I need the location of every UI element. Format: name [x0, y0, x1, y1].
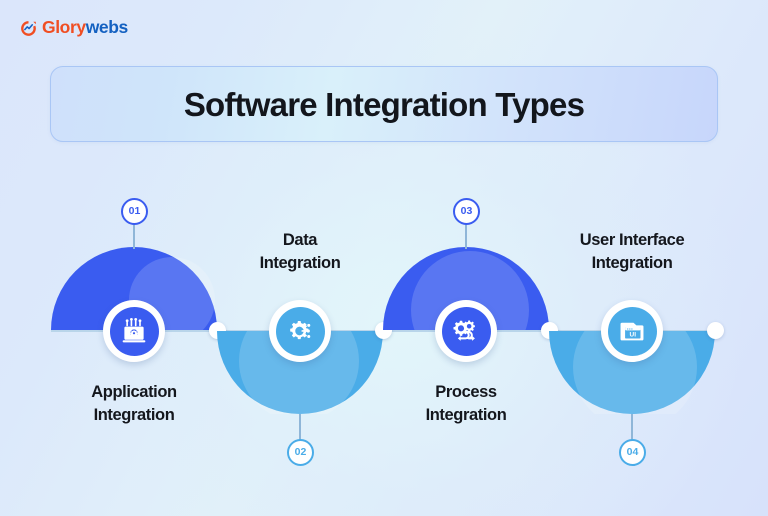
- application-window-gear-icon: [120, 317, 148, 345]
- step-number-2: 02: [294, 446, 307, 459]
- step-label-3: Process Integration: [376, 381, 556, 427]
- step-label-4: User Interface Integration: [542, 229, 722, 275]
- step-stem-4: [631, 414, 633, 440]
- glorywebs-logo-icon: [20, 20, 37, 37]
- step-hub-3[interactable]: [435, 300, 497, 362]
- step-label-2-line1: Data: [282, 231, 318, 249]
- step-stem-2: [299, 414, 301, 440]
- step-badge-4[interactable]: 04: [619, 439, 646, 466]
- step-stem-1: [133, 223, 135, 249]
- step-badge-3[interactable]: 03: [453, 198, 480, 225]
- step-label-4-line2: Integration: [591, 253, 673, 272]
- step-number-4: 04: [626, 446, 639, 459]
- process-gears-arrow-icon: [452, 317, 480, 345]
- step-badge-2[interactable]: 02: [287, 439, 314, 466]
- page-title: Software Integration Types: [183, 85, 585, 123]
- step-stem-3: [465, 223, 467, 249]
- step-label-3-line1: Process: [435, 383, 497, 401]
- title-banner: Software Integration Types: [50, 66, 718, 142]
- data-gear-circuit-icon: [286, 317, 314, 345]
- timeline-node-4: [707, 322, 724, 339]
- brand-name-part1: Glory: [42, 17, 86, 38]
- step-hub-2[interactable]: [269, 300, 331, 362]
- step-number-3: 03: [460, 205, 473, 218]
- step-number-1: 01: [128, 205, 141, 218]
- brand-name-part2: webs: [85, 17, 129, 38]
- step-dome-2: [217, 331, 383, 414]
- step-badge-1[interactable]: 01: [121, 198, 148, 225]
- brand-logo: Glorywebs: [20, 17, 128, 39]
- brand-wordmark: Glorywebs: [42, 19, 128, 37]
- step-hub-4[interactable]: UI: [601, 300, 663, 362]
- step-label-1: Application Integration: [44, 381, 224, 427]
- step-label-2-line2: Integration: [259, 253, 341, 272]
- step-label-2: Data Integration: [210, 229, 390, 275]
- step-label-1-line1: Application: [91, 383, 177, 401]
- step-label-4-line1: User Interface: [579, 231, 685, 249]
- step-dome-1: [51, 247, 217, 330]
- svg-text:UI: UI: [630, 331, 637, 338]
- step-hub-1[interactable]: [103, 300, 165, 362]
- step-label-1-line2: Integration: [93, 405, 175, 424]
- ui-browser-window-icon: UI: [618, 317, 646, 345]
- step-label-3-line2: Integration: [425, 405, 507, 424]
